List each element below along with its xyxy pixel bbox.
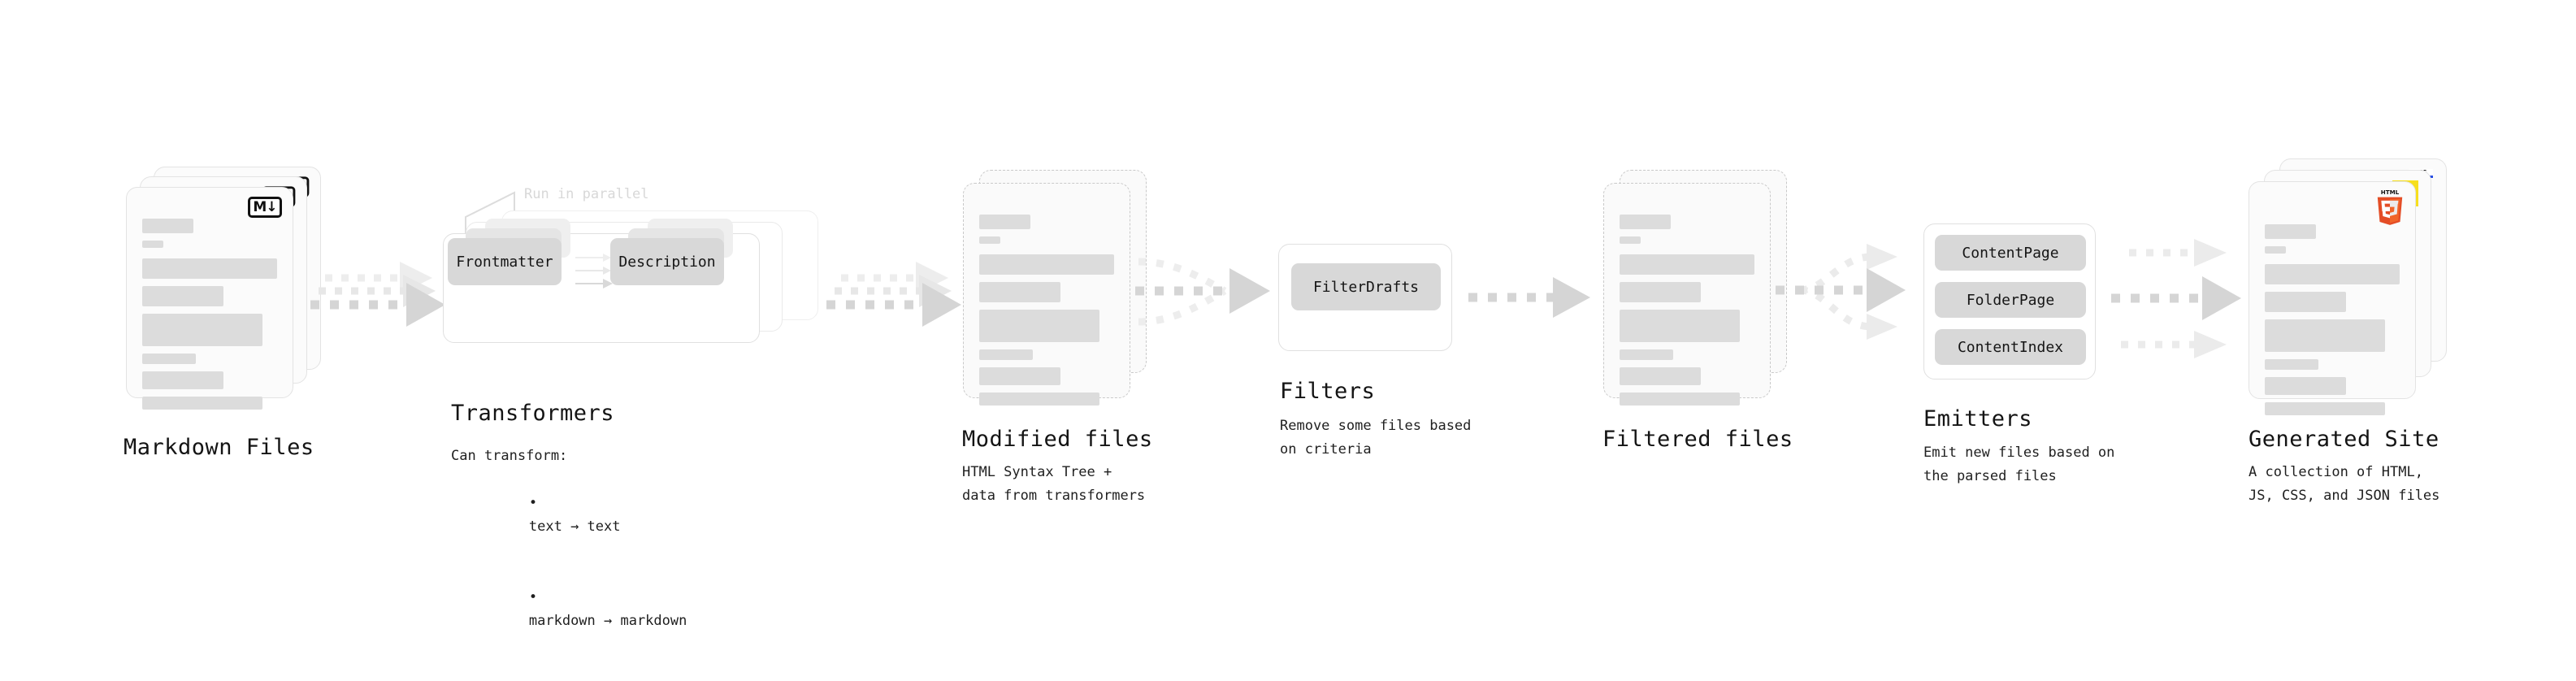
modified-files-desc: HTML Syntax Tree + data from transformer… xyxy=(962,464,1146,504)
page-title-filtered-files: Filtered files xyxy=(1602,427,1793,452)
filters-groupbox: FilterDrafts xyxy=(1278,244,1452,351)
filter-chip-filterdrafts[interactable]: FilterDrafts xyxy=(1291,263,1441,310)
filtered-file-stack xyxy=(1603,167,1790,406)
connector-filtered-to-emitters xyxy=(1776,236,1938,366)
emitter-chip-contentpage[interactable]: ContentPage xyxy=(1935,235,2086,271)
connector-modified-to-filters xyxy=(1134,244,1288,349)
file-skeleton xyxy=(2265,224,2401,423)
stage-modified-files: Modified files HTML Syntax Tree + data f… xyxy=(962,167,1152,504)
filtered-file-card-front xyxy=(1603,183,1771,406)
emitter-chip-contentindex[interactable]: ContentIndex xyxy=(1935,329,2086,365)
emitters-groupbox: ContentPage FolderPage ContentIndex xyxy=(1923,223,2096,380)
stage-filtered-files: Filtered files xyxy=(1602,167,1793,452)
page-title-modified-files: Modified files xyxy=(962,427,1153,452)
transformers-desc: Can transform: xyxy=(451,448,568,464)
transformer-chip-frontmatter[interactable]: Frontmatter xyxy=(448,238,562,285)
connector-filters-to-filtered xyxy=(1467,276,1613,325)
emitters-desc: Emit new files based on the parsed files xyxy=(1923,445,2115,484)
list-item: • markdown → markdown xyxy=(462,562,687,657)
transformer-chip-description[interactable]: Description xyxy=(610,238,724,285)
list-item: • html → html xyxy=(462,657,687,681)
generated-site-stack: CSS HTML xyxy=(2249,158,2447,415)
list-item-label: text → text xyxy=(528,518,621,535)
file-skeleton xyxy=(1620,215,1756,413)
page-title-markdown-files: Markdown Files xyxy=(124,435,314,460)
page-title-emitters: Emitters xyxy=(1923,406,2033,432)
connector-md-to-transformers xyxy=(309,244,455,349)
markdown-icon: M↓ xyxy=(248,197,282,218)
html5-icon: HTML xyxy=(2374,188,2405,227)
file-skeleton xyxy=(142,219,279,417)
markdown-icon-glyph: M↓ xyxy=(248,197,282,218)
html5-icon-glyph: HTML xyxy=(2377,189,2403,225)
svg-text:HTML: HTML xyxy=(2381,189,2400,196)
page-title-transformers: Transformers xyxy=(451,401,615,426)
transformers-bullet-list: • text → text • markdown → markdown • ht… xyxy=(462,468,687,681)
markdown-file-stack: M↓ M↓ M↓ xyxy=(126,167,321,410)
connector-transformers-to-modified xyxy=(825,244,971,349)
bullet-icon: • xyxy=(528,589,538,605)
modified-file-stack xyxy=(963,167,1150,406)
file-skeleton xyxy=(979,215,1116,413)
generated-site-desc: A collection of HTML, JS, CSS, and JSON … xyxy=(2249,464,2440,504)
bullet-icon: • xyxy=(528,495,538,511)
filters-desc: Remove some files based on criteria xyxy=(1280,418,1472,458)
run-in-parallel-label: Run in parallel xyxy=(524,186,649,202)
emitter-chip-folderpage[interactable]: FolderPage xyxy=(1935,282,2086,318)
stage-generated-site: CSS HTML xyxy=(2249,158,2447,504)
page-title-filters: Filters xyxy=(1280,379,1376,404)
stage-markdown-files: M↓ M↓ M↓ xyxy=(124,167,321,460)
connector-emitters-to-site xyxy=(2111,232,2257,370)
markdown-file-card-front: M↓ xyxy=(126,187,293,410)
site-file-card-html: HTML xyxy=(2249,181,2416,415)
list-item: • text → text xyxy=(462,468,687,562)
page-title-generated-site: Generated Site xyxy=(2249,427,2439,452)
list-item-label: markdown → markdown xyxy=(528,613,687,629)
modified-file-card-front xyxy=(963,183,1130,406)
